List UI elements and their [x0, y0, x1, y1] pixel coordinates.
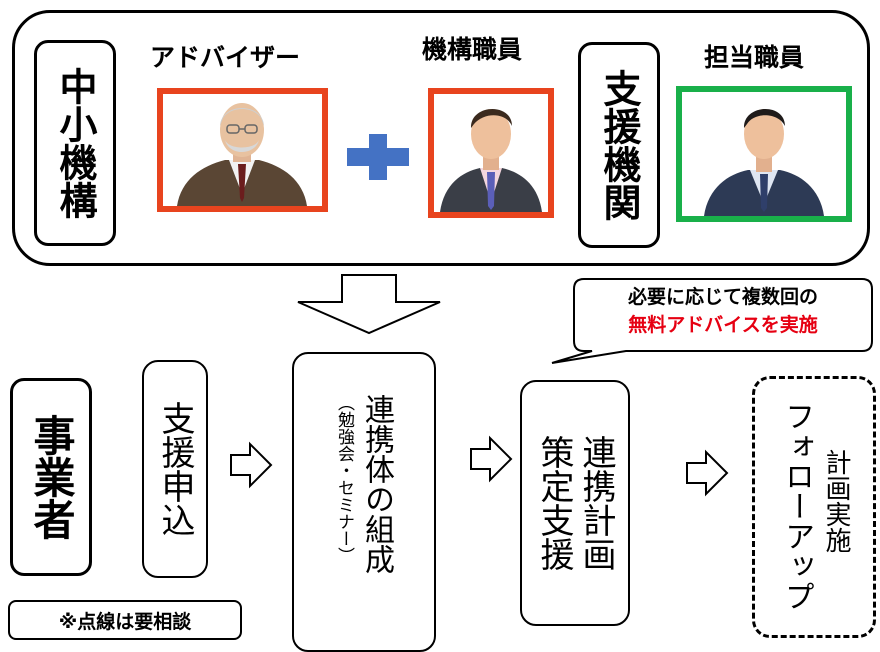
collaboration-label: 連携体の組成 — [359, 394, 394, 574]
support-team-panel — [12, 10, 870, 266]
agency-staff-label: 機構職員 — [422, 35, 523, 64]
advisor-photo — [157, 88, 328, 212]
businessman-icon — [704, 108, 824, 216]
contact-staff-label: 担当職員 — [704, 43, 805, 72]
elderly-man-icon — [177, 103, 307, 206]
contact-staff-photo — [676, 86, 852, 222]
dotted-line-note: ※点線は要相談 — [8, 600, 242, 640]
sme-agency-label: 中小機構 — [53, 67, 97, 219]
callout-text: 必要に応じて複数回の 無料アドバイスを実施 — [574, 283, 872, 339]
young-man-icon — [440, 108, 542, 212]
plus-icon — [347, 134, 409, 180]
collaboration-box: 連携体の組成 （勉強会・セミナー） — [292, 352, 436, 652]
arrow-right-icon — [228, 440, 274, 490]
follow-label-col2: フォローアップ — [779, 401, 814, 611]
advisor-label: アドバイザー — [150, 43, 301, 72]
arrow-right-icon-2 — [468, 434, 514, 484]
business-label: 事業者 — [27, 414, 76, 540]
callout-bubble — [546, 275, 876, 367]
support-agency-box: 支援機関 — [578, 42, 660, 248]
callout-line-1: 必要に応じて複数回の — [627, 286, 818, 308]
callout-line-2: 無料アドバイスを実施 — [628, 314, 818, 336]
down-arrow-icon — [294, 272, 444, 336]
plan-label-col1: 連携計画 — [576, 435, 616, 571]
agency-staff-photo — [428, 88, 554, 218]
apply-box: 支援申込 — [142, 360, 208, 578]
plan-support-box: 連携計画 策定支援 — [520, 380, 630, 626]
follow-up-box: 計画実施 フォローアップ — [752, 376, 876, 638]
follow-label-col1: 計画実施 — [821, 449, 851, 553]
support-agency-label: 支援機関 — [597, 69, 641, 221]
sme-agency-box: 中小機構 — [34, 40, 116, 246]
apply-label: 支援申込 — [155, 401, 195, 537]
arrow-right-icon-3 — [684, 448, 730, 498]
business-box: 事業者 — [10, 378, 92, 576]
plan-label-col2: 策定支援 — [534, 435, 574, 571]
study-session-label: （勉強会・セミナー） — [334, 394, 354, 564]
